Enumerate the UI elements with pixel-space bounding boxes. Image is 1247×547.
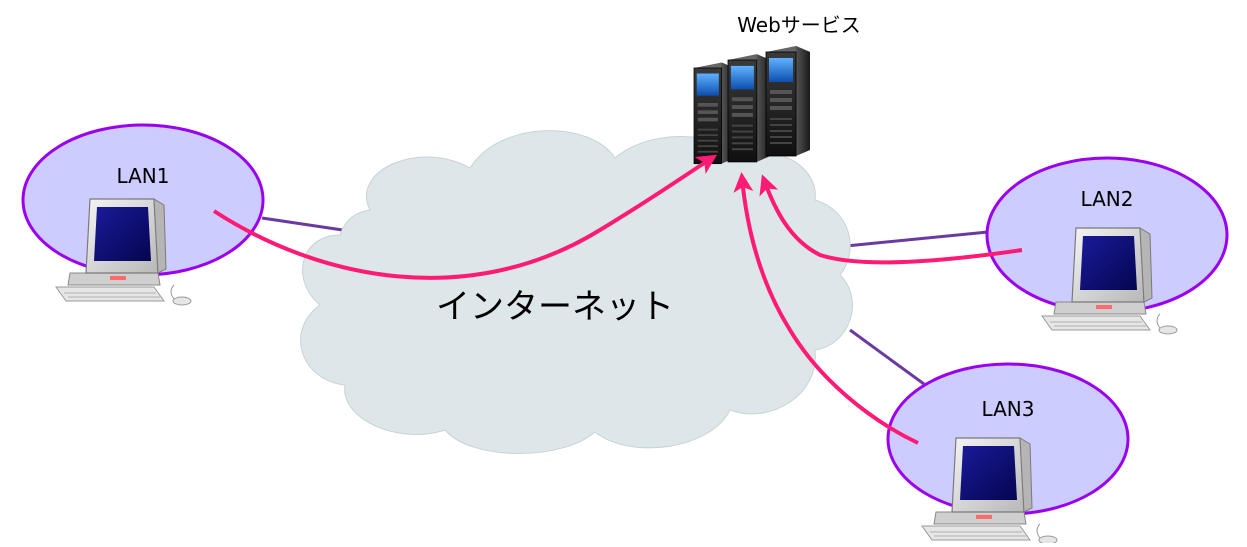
- link-lan1: [261, 216, 357, 234]
- link-lines: [261, 216, 989, 386]
- flow-arrow-lan1: [212, 154, 718, 280]
- link-lan2: [835, 230, 989, 249]
- lan-1: LAN1: [21, 123, 265, 306]
- web-service: Webサービス: [693, 13, 861, 165]
- lan-3-label: LAN3: [982, 397, 1035, 421]
- internet-cloud: インターネット: [300, 130, 853, 454]
- link-lan3: [849, 328, 925, 386]
- lan-3: LAN3: [886, 362, 1130, 545]
- lan-2-label: LAN2: [1081, 187, 1134, 211]
- flow-arrow-lan3: [733, 172, 919, 445]
- flow-arrow-lan2: [759, 174, 1023, 265]
- lan-1-label: LAN1: [117, 164, 170, 188]
- flow-arrows: [212, 154, 1023, 445]
- lan-2: LAN2: [985, 156, 1229, 335]
- server-label: Webサービス: [737, 13, 861, 37]
- cloud-label: インターネット: [436, 287, 674, 327]
- server-rack-icon: [693, 45, 811, 165]
